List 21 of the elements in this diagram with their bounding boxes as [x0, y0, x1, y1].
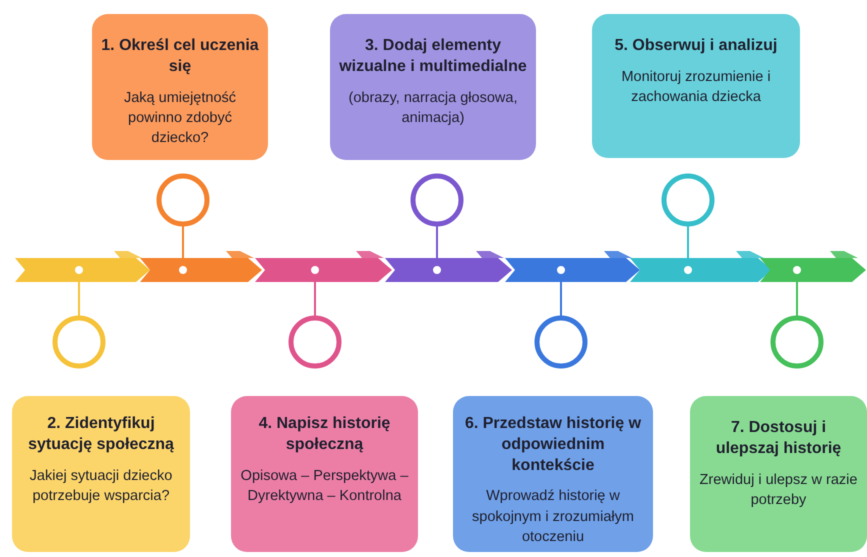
- step-description: Jaką umiejętność powinno zdobyć dziecko?: [122, 88, 238, 148]
- step-title: 5. Obserwuj i analizuj: [614, 36, 778, 56]
- step-card: [690, 396, 867, 552]
- step-card: [231, 396, 418, 552]
- step-description: (obrazy, narracja głosowa, animacja): [348, 88, 518, 128]
- step-card: [12, 396, 190, 552]
- step-title: 6. Przedstaw historię w odpowiednim kontekście: [464, 414, 642, 476]
- step-description: Jakiej sytuacji dziecko potrzebuje wsparcia?: [28, 466, 174, 506]
- step-card: [592, 14, 800, 158]
- step-title: 2. Zidentyfikuj sytuację społeczną: [27, 414, 175, 455]
- step-card: [453, 396, 653, 552]
- step-card: [92, 14, 268, 160]
- step-description: Zrewiduj i ulepsz w razie potrzeby: [698, 470, 858, 510]
- step-title: 1. Określ cel uczenia się: [100, 36, 260, 77]
- step-description: Wprowadź historię w spokojnym i zrozumiałym otoczeniu: [471, 487, 635, 547]
- step-title: 3. Dodaj elementy wizualne i multimedialne: [338, 36, 528, 77]
- step-description: Monitoruj zrozumienie i zachowania dziecka: [620, 68, 772, 108]
- step-description: Opisowa – Perspektywa – Dyrektywna – Kontrolna: [240, 466, 410, 506]
- step-card: [330, 14, 536, 160]
- step-title: 4. Napisz historię społeczną: [258, 414, 392, 455]
- step-title: 7. Dostosuj i ulepszaj historię: [714, 418, 842, 459]
